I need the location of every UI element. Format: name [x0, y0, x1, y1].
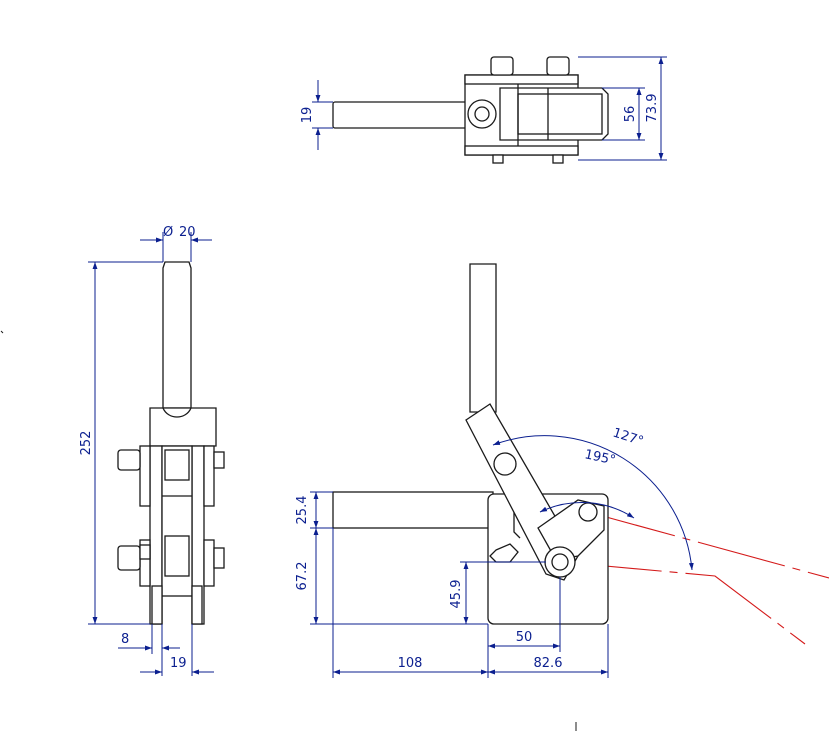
arc-195: [539, 502, 635, 519]
side-view-center-block-1: [164, 449, 190, 481]
side-view-bolt-left-1: [117, 449, 141, 471]
side-view-nut-small: [139, 544, 151, 560]
side-view-outer-left: [139, 445, 151, 507]
side-view-center-block-2: [164, 535, 190, 577]
side-view-head: [149, 407, 217, 447]
dim-side-8: 8: [121, 632, 129, 647]
dim-top-56: 56: [623, 106, 638, 123]
side-view-finger-right: [191, 585, 203, 625]
dim-front-45-9: 45.9: [449, 580, 464, 609]
top-view: [332, 56, 609, 164]
side-view-finger-left: [151, 585, 163, 625]
top-view-nut-1: [490, 56, 514, 76]
front-view-dimensions: [310, 491, 609, 678]
side-view-outer-right-2: [203, 539, 215, 587]
dim-angle-127: 127°: [611, 426, 645, 450]
front-view-hole-lower: [551, 553, 569, 571]
top-view-pivot-pin: [474, 106, 490, 122]
side-view-head-notch: [162, 407, 192, 418]
front-view-hole-pivot: [578, 502, 598, 522]
side-view-bolt-right-2: [213, 547, 225, 569]
front-view-handle-rod: [469, 263, 497, 413]
top-view-stud-2: [552, 154, 564, 164]
front-view-angle-arcs: [492, 435, 694, 571]
top-view-stud-1: [492, 154, 504, 164]
arc-127: [492, 435, 694, 571]
top-view-lower-plate: [464, 145, 579, 156]
side-view-outer-right: [203, 445, 215, 507]
dim-front-82-6: 82.6: [534, 656, 563, 671]
top-view-dimensions: [312, 56, 667, 161]
dim-side-20: 20: [179, 225, 196, 240]
dim-top-19: 19: [300, 107, 315, 124]
dim-front-50: 50: [516, 630, 533, 645]
front-view: [332, 263, 609, 625]
stray-tick-left: [0, 330, 4, 334]
side-view-handle-rod: [162, 261, 192, 409]
dim-front-25-4: 25.4: [295, 496, 310, 525]
dim-side-diameter-symbol: Ø: [163, 225, 173, 240]
dim-front-67-2: 67.2: [295, 562, 310, 591]
side-view: [117, 261, 225, 625]
dim-front-108: 108: [398, 656, 423, 671]
side-view-dimensions: [88, 232, 214, 676]
top-view-nut-2: [546, 56, 570, 76]
dim-top-73-9: 73.9: [645, 94, 660, 123]
front-view-hole-upper: [493, 452, 517, 476]
top-view-handle-rod: [332, 101, 469, 129]
side-view-bolt-right-1: [213, 451, 225, 469]
dim-side-252: 252: [79, 431, 94, 456]
dim-side-19: 19: [170, 656, 187, 671]
top-view-link-inner: [517, 93, 603, 135]
front-view-clamp-bar: [332, 491, 494, 529]
side-view-bolt-left-2: [117, 545, 141, 571]
top-view-upper-plate: [464, 74, 579, 85]
dim-angle-195: 195°: [583, 447, 617, 468]
